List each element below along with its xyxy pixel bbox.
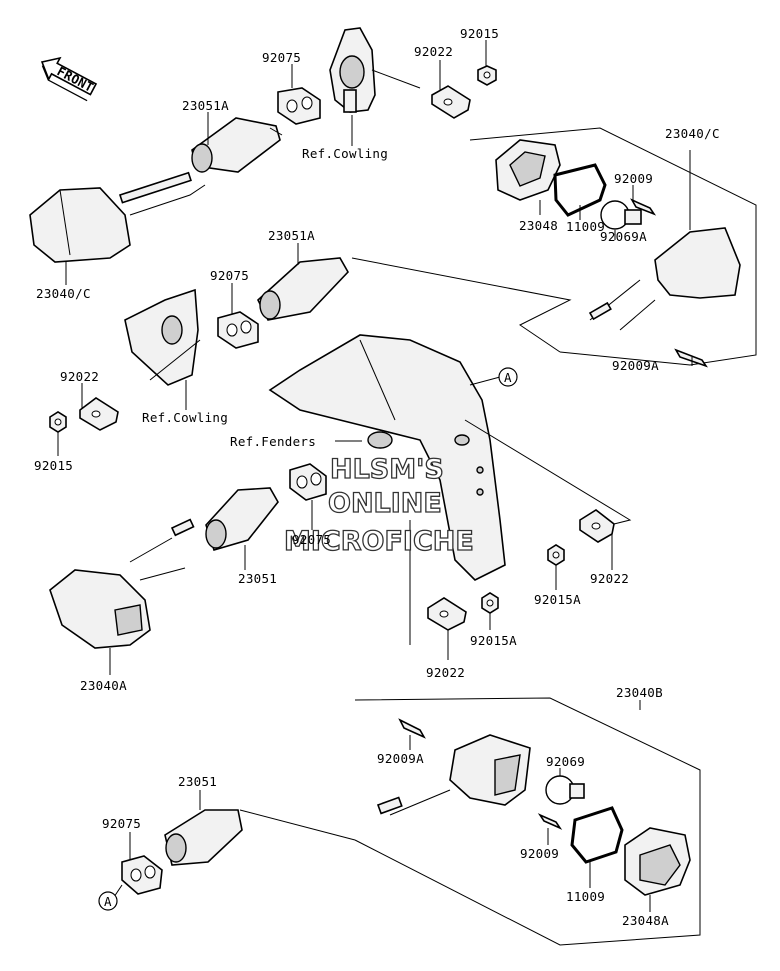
lens-23048A	[624, 827, 691, 896]
turn-signal-23040B	[376, 734, 531, 816]
plate-92022-lower	[427, 597, 467, 631]
plate-92022-top	[431, 85, 471, 119]
turn-signal-23040C-left	[29, 171, 206, 263]
socket-23051A-mid	[257, 257, 349, 321]
nut-92015-top	[477, 65, 497, 86]
rear-fender-bracket	[268, 334, 506, 581]
cowling-bracket-top	[329, 27, 421, 113]
watermark-line1: HLSM'S	[330, 454, 444, 485]
screw-92009A-lower	[398, 718, 426, 739]
cowling-bracket-mid	[124, 288, 201, 386]
plate-92022-left	[79, 397, 119, 431]
label-23048-right: 23048	[519, 218, 558, 233]
screw-92009-lower	[537, 813, 563, 830]
label-92015-left: 92015	[34, 458, 73, 473]
label-92015A-lower: 92015A	[470, 633, 517, 648]
label-23040A: 23040A	[80, 678, 127, 693]
label-92075-mid: 92075	[210, 268, 249, 283]
leader-lines	[57, 40, 693, 912]
label-11009-lower: 11009	[566, 889, 605, 904]
label-92009-lower: 92009	[520, 846, 559, 861]
label-ref-cowling-top: Ref.Cowling	[302, 146, 388, 161]
socket-23051-lower	[164, 809, 243, 866]
label-92009-right: 92009	[614, 171, 653, 186]
group-23040C-box	[469, 127, 757, 366]
watermark-line2: ONLINE	[328, 488, 442, 519]
label-92022-left: 92022	[60, 369, 99, 384]
svg-text:A: A	[504, 370, 512, 385]
lens-23048-right	[495, 139, 561, 201]
label-92022-top: 92022	[414, 44, 453, 59]
grommet-92075-top	[277, 87, 321, 125]
part-labels: 92015 92075 92022 23051A Ref.Cowling 230…	[34, 26, 720, 928]
label-92009A-lower: 92009A	[377, 751, 424, 766]
watermark: HLSM'S ONLINE MICROFICHE 92075	[283, 453, 474, 557]
label-92009A-right: 92009A	[612, 358, 659, 373]
label-23051A-top: 23051A	[182, 98, 229, 113]
label-92015-top: 92015	[460, 26, 499, 41]
label-23051-lower: 23051	[178, 774, 217, 789]
label-92075-center: 92075	[292, 532, 331, 547]
label-92022-lower: 92022	[426, 665, 465, 680]
label-23040B: 23040B	[616, 685, 663, 700]
screw-92009-right	[630, 198, 657, 216]
watermark-line3: MICROFICHE	[284, 526, 474, 557]
nut-92015A-mid	[547, 544, 565, 566]
gasket-11009-right	[553, 163, 607, 217]
bulb-92069	[545, 775, 585, 805]
front-arrow-icon: FRONT	[40, 56, 98, 102]
gasket-11009-lower	[570, 806, 624, 864]
turn-signal-23040A	[49, 518, 195, 649]
socket-23051-center	[205, 487, 279, 551]
callout-a-mid: A	[498, 367, 518, 387]
svg-text:A: A	[104, 894, 112, 909]
label-ref-fenders: Ref.Fenders	[230, 434, 316, 449]
grommet-92075-center	[289, 463, 327, 501]
plate-92022-mid	[579, 509, 615, 543]
label-23051A-mid: 23051A	[268, 228, 315, 243]
bulb-92069A	[600, 200, 642, 230]
label-92022-mid: 92022	[590, 571, 629, 586]
label-ref-cowling-mid: Ref.Cowling	[142, 410, 228, 425]
label-23040C-left: 23040/C	[36, 286, 91, 301]
socket-23051A-top	[191, 117, 283, 173]
label-23048A: 23048A	[622, 913, 669, 928]
label-92069A-right: 92069A	[600, 229, 647, 244]
label-23051-center: 23051	[238, 571, 277, 586]
group-23040B-box	[354, 697, 701, 946]
front-label: FRONT	[55, 63, 97, 95]
grommet-92075-mid	[217, 311, 259, 349]
label-92015A-mid: 92015A	[534, 592, 581, 607]
label-92069: 92069	[546, 754, 585, 769]
nut-92015A-lower	[481, 592, 499, 614]
callout-a-lower: A	[98, 891, 118, 911]
label-11009-right: 11009	[566, 219, 605, 234]
grommet-92075-lower	[121, 855, 163, 895]
nut-92015-left	[49, 411, 67, 433]
turn-signal-23040C-right	[588, 227, 741, 331]
screw-92009A-right	[674, 348, 708, 368]
label-92075-lower: 92075	[102, 816, 141, 831]
label-92075-top: 92075	[262, 50, 301, 65]
label-23040C-right: 23040/C	[665, 126, 720, 141]
